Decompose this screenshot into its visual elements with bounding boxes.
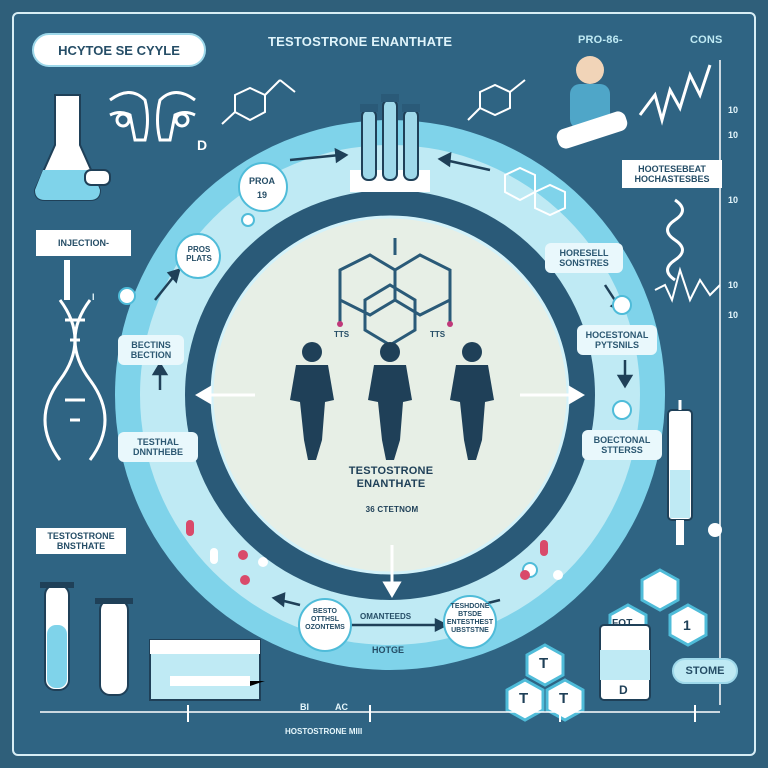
scale-label-2: 10 [728, 130, 739, 140]
medicine-box [149, 639, 265, 701]
trend-line [638, 64, 712, 126]
hocestonal-tag: HOCESTONAL PYTSNILS [577, 325, 657, 355]
title-pill: HCYTOE SE CYYLE [32, 33, 206, 67]
i-mark: I [92, 292, 95, 302]
center-title: TESTOSTRONE ENANTHATE [348, 465, 434, 490]
d-letter: D [197, 137, 208, 153]
title-pill-text: HCYTOE SE CYYLE [58, 42, 180, 58]
figure-center [368, 342, 412, 460]
flask-icon [33, 94, 111, 201]
cons-label: CONS [690, 34, 723, 46]
top-test-tubes [350, 94, 430, 192]
pros-plats-label: PROS PLATS [186, 245, 212, 263]
horesell-label: HORESELL SONSTRES [559, 248, 609, 268]
right-title-label: HOOTESEBEAT HOCHASTESBES [634, 164, 710, 184]
testhal-label: TESTHAL DNNTHEBE [132, 437, 183, 457]
axis-dot [708, 523, 722, 537]
hex-group [505, 568, 708, 722]
footer-mark-1: BI [300, 702, 309, 712]
molecule-top-left [221, 79, 296, 125]
flow-middle-text: OMANTEEDS [360, 612, 412, 621]
hocestonal-label: HOCESTONAL PYTSNILS [585, 330, 649, 350]
boectonal-label: BOECTONAL STTERSS [593, 435, 651, 455]
molecule-top-right [467, 79, 526, 121]
hex-label-1: T [539, 655, 549, 672]
scale-label-5: 10 [728, 310, 739, 320]
proa-number: 19 [257, 190, 268, 200]
scale-label-3: 10 [728, 195, 739, 205]
right-title-box: HOOTESEBEAT HOCHASTESBES [622, 160, 722, 188]
molecule-right [504, 166, 566, 217]
bectins-label: BECTINS BECTION [130, 340, 172, 360]
sub-label-left: TTS [334, 330, 350, 339]
bottom-left-box-label: TESTOSTRONE BNSTHATE [47, 531, 115, 551]
proa-label: PROA [249, 176, 276, 186]
hex-label-3: T [559, 690, 569, 707]
stone-label: STOME [685, 665, 725, 677]
pros-label: PRO-86- [578, 34, 623, 46]
bectins-tag: BECTINS BECTION [118, 335, 184, 365]
footer-ticks [187, 705, 696, 722]
spring-icon [666, 198, 684, 282]
injection-box: INJECTION- [36, 230, 131, 256]
hex-label-2: T [519, 690, 529, 707]
hex-label-4: FOT [612, 618, 633, 629]
hex-label-6: D [619, 683, 628, 697]
bottom-left-tubes [40, 582, 133, 696]
scale-label-1: 10 [728, 105, 739, 115]
scale-label-4: 10 [728, 280, 739, 290]
injection-label: INJECTION- [57, 238, 109, 248]
stone-pill: STOME [672, 658, 738, 684]
center-subtitle: 36 CTETNOM [365, 505, 419, 514]
main-title: TESTOSTRONE ENANTHATE [268, 34, 453, 49]
boectonal-tag: BOECTONAL STTERSS [582, 430, 662, 460]
testhal-tag: TESTHAL DNNTHEBE [118, 432, 198, 462]
footer-bar-text: HOSTOSTRONE MIII [285, 727, 363, 736]
syringe-right [667, 400, 693, 545]
bottom-left-box: TESTOSTRONE BNSTHATE [36, 528, 126, 554]
horesell-tag: HORESELL SONSTRES [545, 243, 623, 273]
worker-figure [556, 56, 628, 149]
figure-right [450, 342, 494, 460]
hex-label-5: 1 [683, 617, 691, 633]
uterus-icon [109, 91, 196, 142]
flow-under-text: HOTGE [372, 645, 405, 655]
trend-line-2 [654, 266, 721, 303]
center-molecule [338, 238, 452, 347]
center-arrows [195, 385, 585, 598]
flow-right-bubble-text: TESHDONE BTSDE ENTESTHEST UBSTSTNE [446, 603, 494, 634]
dna-helix-icon [43, 299, 107, 461]
flow-left-bubble-text: BESTO OTTHSL OZONTEMS [305, 608, 345, 631]
sub-label-right: TTS [430, 330, 446, 339]
pill-cluster [186, 520, 563, 585]
ring-bubbles [118, 162, 632, 652]
footer-mark-2: AC [335, 702, 348, 712]
figure-left [290, 342, 334, 460]
